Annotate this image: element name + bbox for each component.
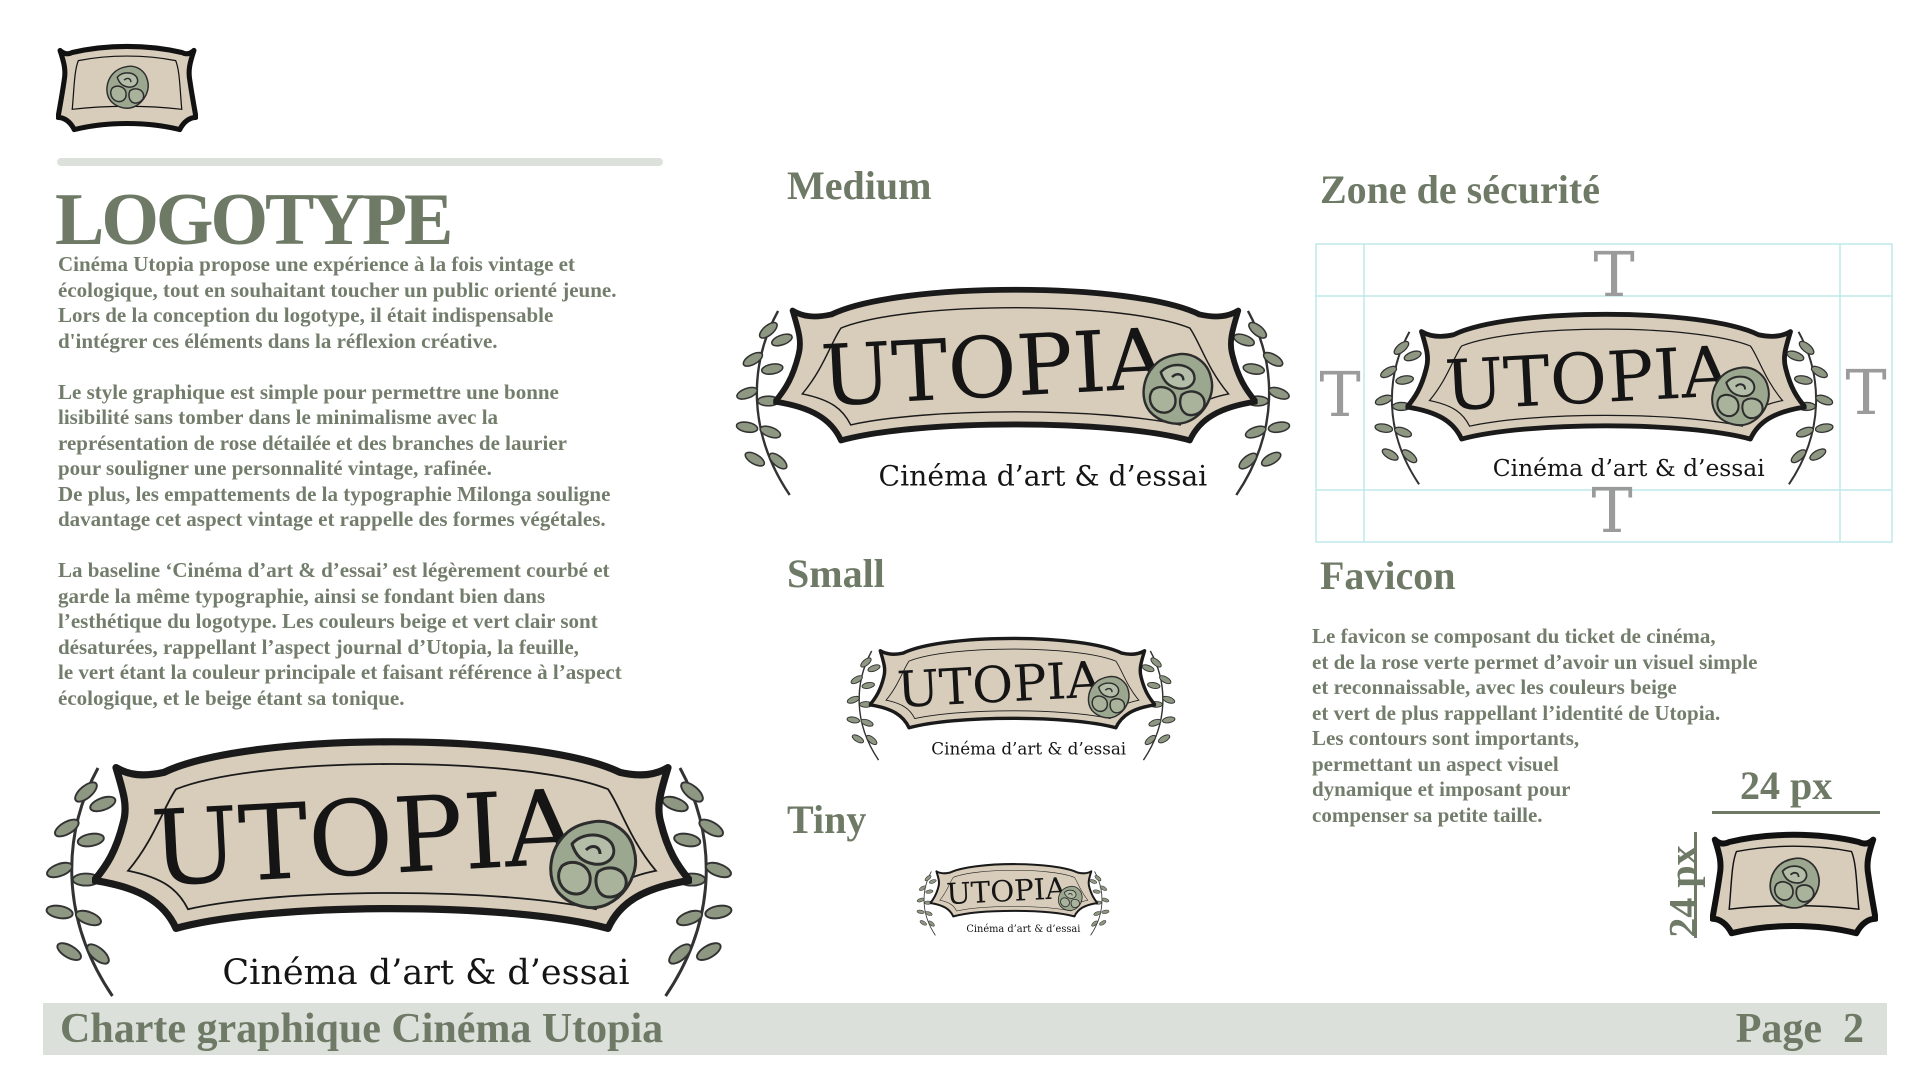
safety-zone-diagram: T T T T UTOPIA Cinéma d’art & d’essai [1315,240,1893,546]
safety-marker-left: T [1319,358,1360,431]
favicon-preview [1710,830,1878,938]
logo-wordmark: UTOPIA [1443,331,1734,427]
logo-large: UTOPIA Cinéma d’art & d’essai [36,722,742,1000]
favicon-width-label: 24 px [1740,763,1833,808]
logo-small: UTOPIA Cinéma d’art & d’essai [845,636,1177,762]
logotype-description: Cinéma Utopia propose une expérience à l… [58,252,622,710]
logo-baseline: Cinéma d’art & d’essai [879,459,1208,492]
favicon-width-line [1712,811,1880,814]
logo-wordmark: UTOPIA [148,766,584,910]
safety-marker-bottom: T [1591,474,1632,546]
safety-marker-top: T [1593,240,1634,311]
favicon-height-label: 24 px [1660,845,1706,938]
section-safety-zone-title: Zone de sécurité [1320,167,1600,212]
logo-wordmark: UTOPIA [945,871,1068,911]
footer-bar [43,1003,1887,1055]
section-medium-title: Medium [787,163,932,208]
footer-page-number: Page 2 [1735,1006,1864,1052]
footer-title: Charte graphique Cinéma Utopia [60,1006,664,1052]
favicon-description: Le favicon se composant du ticket de cin… [1312,624,1758,827]
section-favicon-title: Favicon [1320,553,1456,598]
safety-marker-right: T [1845,356,1886,429]
logo-wordmark: UTOPIA [896,650,1105,719]
logo-medium: UTOPIA Cinéma d’art & d’essai [733,272,1293,497]
logo-baseline: Cinéma d’art & d’essai [222,953,629,993]
section-tiny-title: Tiny [787,797,867,842]
logo-baseline: Cinéma d’art & d’essai [931,738,1126,758]
section-small-title: Small [787,551,885,596]
logo-baseline: Cinéma d’art & d’essai [966,924,1080,935]
logo-tiny: UTOPIA Cinéma d’art & d’essai [915,863,1111,936]
header-favicon-logo [56,42,198,134]
logo-baseline: Cinéma d’art & d’essai [1493,454,1765,482]
title-divider [57,158,663,166]
logo-wordmark: UTOPIA [819,309,1171,425]
favicon-height-line [1694,832,1697,938]
page-title: LOGOTYPE [55,179,453,261]
